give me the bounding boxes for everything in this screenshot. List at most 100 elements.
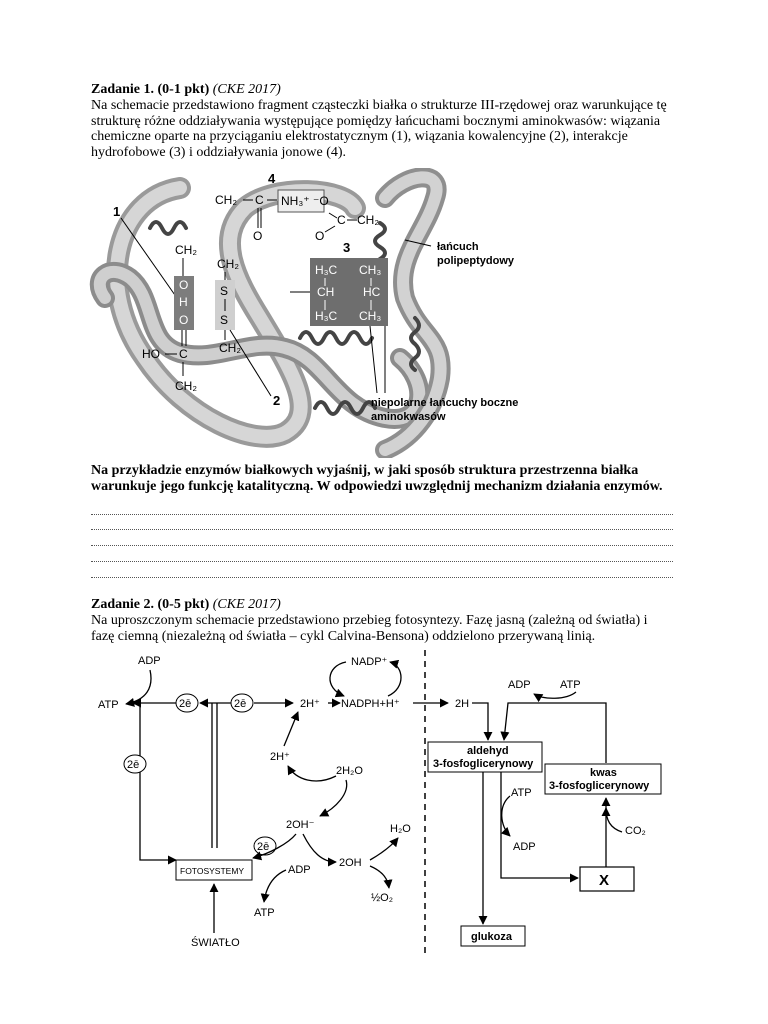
task1-intro-line: strukturę różne oddziaływania występując… bbox=[91, 113, 661, 129]
electron-2e-d: 2ē bbox=[253, 836, 277, 856]
kwas-line2: 3-fosfoglicerynowy bbox=[549, 780, 650, 792]
answer-line[interactable] bbox=[91, 529, 673, 530]
label-3: 3 bbox=[343, 240, 350, 255]
answer-line[interactable] bbox=[91, 514, 673, 515]
oh: 2OH bbox=[339, 857, 362, 869]
label-2: 2 bbox=[273, 393, 280, 408]
task2-intro-line: Na uproszczonym schemacie przedstawiono … bbox=[91, 613, 648, 628]
interaction-1: 1 CH₂ O H O C HO CH₂ bbox=[113, 204, 197, 393]
task1-question: Na przykładzie enzymów białkowych wyjaśn… bbox=[91, 463, 681, 495]
aldehyde-box: aldehyd 3-fosfoglicerynowy bbox=[427, 741, 543, 773]
ch2-right: CH₂ bbox=[357, 213, 379, 227]
label-1: 1 bbox=[113, 204, 120, 219]
o-minus: ⁻O bbox=[313, 194, 329, 208]
aldehyd-line1: aldehyd bbox=[467, 745, 509, 757]
interaction-3: 3 H₃C CH₃ CH HC H₃C CH₃ bbox=[290, 240, 388, 326]
h2-left: 2H⁺ bbox=[270, 751, 290, 763]
c-top: C bbox=[255, 193, 264, 207]
atp-right: ATP bbox=[560, 679, 581, 691]
atp-left: ATP bbox=[98, 699, 119, 711]
task1-intro-line: chemiczne oparte na przyciąganiu elektro… bbox=[91, 129, 628, 144]
task1-title: Zadanie 1. (0-1 pkt) (CKE 2017) bbox=[91, 82, 281, 98]
h-bond-o-top: O bbox=[179, 278, 188, 292]
atp-dark: ATP bbox=[511, 787, 532, 799]
svg-text:2ē: 2ē bbox=[257, 841, 269, 853]
electron-2e-c: 2ē bbox=[123, 754, 147, 774]
task2-title-text: Zadanie 2. (0-5 pkt) bbox=[91, 597, 210, 612]
c-left: C bbox=[179, 347, 188, 361]
adp-top: ADP bbox=[138, 655, 161, 667]
ch3-2: CH₃ bbox=[359, 309, 381, 323]
svg-text:2ē: 2ē bbox=[234, 698, 246, 710]
h2o-mid: 2H₂O bbox=[336, 765, 363, 777]
o-lower: O bbox=[315, 229, 324, 243]
h2-plus: 2H⁺ bbox=[300, 698, 320, 710]
label-4: 4 bbox=[268, 171, 276, 186]
ch2-s-bottom: CH₂ bbox=[219, 341, 241, 355]
half-o2: ½O₂ bbox=[371, 892, 393, 904]
label-chain-2: polipeptydowy bbox=[437, 255, 515, 267]
task1-question-line: Na przykładzie enzymów białkowych wyjaśn… bbox=[91, 463, 639, 478]
h3c-2: H₃C bbox=[315, 309, 338, 323]
answer-line[interactable] bbox=[91, 561, 673, 562]
light-label: ŚWIATŁO bbox=[191, 936, 240, 949]
h2o-right: H₂O bbox=[390, 823, 411, 835]
kwas-line1: kwas bbox=[590, 767, 617, 779]
photosystems-label: FOTOSYSTEMY bbox=[180, 866, 244, 876]
o-upper-left: O bbox=[253, 229, 262, 243]
interaction-4: 4 CH₂ C NH₃⁺ ⁻O C CH₂ O O bbox=[215, 171, 379, 243]
h-bond-h: H bbox=[179, 295, 188, 309]
photosynthesis-diagram: ADP ATP 2ē 2ē 2ē bbox=[98, 650, 662, 953]
task1-source: (CKE 2017) bbox=[212, 82, 281, 97]
interaction-2: CH₂ S S CH₂ 2 bbox=[215, 257, 280, 408]
ch2-left: CH₂ bbox=[175, 243, 197, 257]
polypeptide-ribbon bbox=[89, 168, 451, 458]
task2-intro-line: fazę ciemną (niezależną od światła – cyk… bbox=[91, 628, 596, 644]
x-label: X bbox=[599, 872, 609, 889]
task1-intro-line: Na schemacie przedstawiono fragment cząs… bbox=[91, 98, 667, 113]
answer-line[interactable] bbox=[91, 545, 673, 546]
oh-minus: 2OH⁻ bbox=[286, 819, 315, 831]
adp-dark: ADP bbox=[513, 841, 536, 853]
adp-right: ADP bbox=[508, 679, 531, 691]
svg-text:2ē: 2ē bbox=[127, 759, 139, 771]
nadp-plus: NADP⁺ bbox=[351, 656, 388, 668]
label-chain-1: łańcuch bbox=[437, 241, 479, 253]
electron-2e-b: 2ē bbox=[230, 693, 254, 713]
task1-title-text: Zadanie 1. (0-1 pkt) bbox=[91, 82, 210, 97]
ch3-1: CH₃ bbox=[359, 263, 381, 277]
sulfur-2: S bbox=[220, 313, 228, 327]
protein-structure-figure: 4 CH₂ C NH₃⁺ ⁻O C CH₂ O O 1 CH₂ O H bbox=[89, 168, 518, 458]
figure-labels: łańcuch polipeptydowy niepolarne łańcuch… bbox=[369, 239, 518, 423]
nadph: NADPH+H⁺ bbox=[341, 698, 400, 710]
ch2-left-bottom: CH₂ bbox=[175, 379, 197, 393]
task1-intro-line: hydrofobowe (3) i oddziaływania jonowe (… bbox=[91, 144, 347, 160]
nh3-plus: NH₃⁺ bbox=[281, 194, 310, 208]
label-nonpolar-2: aminokwasów bbox=[371, 411, 446, 423]
co2: CO₂ bbox=[625, 825, 646, 837]
glucose-box: glukoza bbox=[460, 925, 526, 947]
svg-text:2ē: 2ē bbox=[179, 698, 191, 710]
sulfur-1: S bbox=[220, 284, 228, 298]
h-bond-o-bottom: O bbox=[179, 313, 188, 327]
c-right: C bbox=[337, 213, 346, 227]
aldehyd-line2: 3-fosfoglicerynowy bbox=[433, 758, 534, 770]
ho-left: HO bbox=[142, 347, 160, 361]
h3c-1: H₃C bbox=[315, 263, 338, 277]
electron-2e-a: 2ē bbox=[175, 693, 199, 713]
task2-title: Zadanie 2. (0-5 pkt) (CKE 2017) bbox=[91, 597, 281, 613]
hc-right: HC bbox=[363, 285, 381, 299]
photosystems-box: FOTOSYSTEMY bbox=[175, 859, 253, 881]
answer-line[interactable] bbox=[91, 577, 673, 578]
task2-intro: Na uproszczonym schemacie przedstawiono … bbox=[91, 613, 681, 644]
two-h: 2H bbox=[455, 698, 469, 710]
acid-box: kwas 3-fosfoglicerynowy bbox=[544, 763, 662, 795]
glucose-label: glukoza bbox=[471, 931, 513, 943]
task1-question-line: warunkuje jego funkcję katalityczną. W o… bbox=[91, 479, 663, 494]
task1-intro: Na schemacie przedstawiono fragment cząs… bbox=[91, 98, 681, 160]
task2-source: (CKE 2017) bbox=[212, 597, 281, 612]
atp-bottom: ATP bbox=[254, 907, 275, 919]
label-nonpolar-1: niepolarne łańcuchy boczne bbox=[371, 397, 518, 409]
adp-mid: ADP bbox=[288, 864, 311, 876]
